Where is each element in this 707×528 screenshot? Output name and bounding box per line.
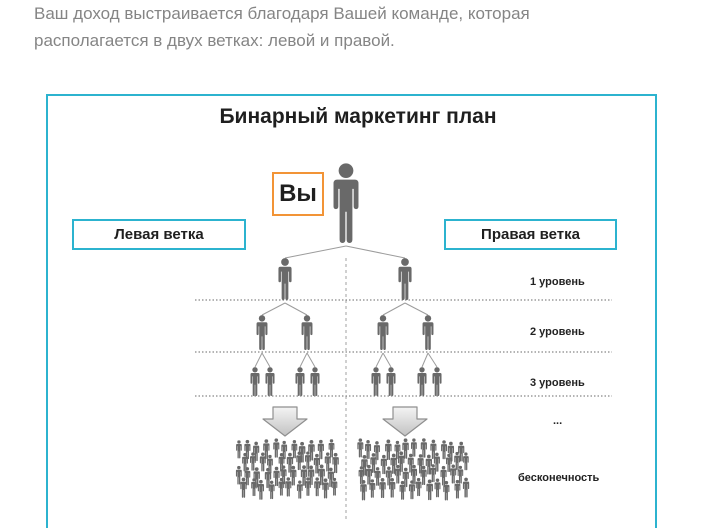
crowd-person-icon — [285, 477, 292, 497]
intro-line-2: располагается в двух ветках: левой и пра… — [34, 31, 395, 50]
arrow-down-icon — [382, 406, 428, 437]
crowd-person-icon — [462, 477, 470, 498]
crowd-left — [235, 438, 339, 500]
crowd-person-icon — [328, 439, 335, 458]
tree-connector — [421, 352, 429, 368]
level-labels: 1 уровень 2 уровень 3 уровень ... бескон… — [518, 276, 600, 484]
level-label-1: 1 уровень — [530, 276, 585, 288]
crowd-person-icon — [296, 480, 303, 499]
person-icon — [256, 315, 268, 350]
crowd-person-icon — [430, 464, 436, 483]
crowd-person-icon — [235, 465, 242, 485]
arrow-layer — [262, 406, 428, 437]
tree-connector — [427, 352, 438, 368]
tree-connector — [261, 352, 271, 368]
crowd-person-icon — [314, 477, 321, 497]
person-icon — [371, 367, 381, 396]
arrow-down-icon — [262, 406, 308, 437]
person-icon — [422, 315, 434, 350]
crowd-person-icon — [426, 479, 433, 501]
crowd-person-icon — [322, 478, 329, 499]
person-icon — [301, 315, 313, 350]
crowd-person-icon — [434, 478, 441, 498]
person-icon — [417, 367, 427, 396]
crowd-person-icon — [360, 480, 367, 501]
intro-line-1: Ваш доход выстраивается благодаря Вашей … — [34, 4, 530, 23]
you-label-box: Вы — [272, 172, 324, 216]
crowd-person-icon — [463, 452, 469, 471]
crowd-person-icon — [332, 452, 339, 474]
connector-layer — [254, 245, 438, 368]
you-label: Вы — [279, 180, 317, 207]
diagram-title: Бинарный маркетинг план — [219, 105, 497, 128]
person-icon — [265, 367, 275, 396]
crowd-person-icon — [257, 479, 265, 500]
crowd-person-icon — [357, 438, 364, 458]
binary-plan-diagram: 1 уровень 2 уровень 3 уровень ... бескон… — [195, 163, 612, 522]
right-branch-label: Правая ветка — [481, 226, 580, 243]
crowd-layer — [235, 438, 470, 501]
crowd-person-icon — [244, 439, 251, 460]
crowd-person-icon — [450, 464, 457, 484]
crowd-person-icon — [331, 477, 338, 496]
tree-connector — [382, 352, 392, 368]
crowd-person-icon — [385, 439, 392, 461]
tree-connector — [345, 245, 406, 259]
crowd-person-icon — [415, 477, 422, 497]
you-person-icon — [333, 163, 359, 243]
tree-connector — [404, 302, 429, 316]
level-label-3: 3 уровень — [530, 377, 585, 389]
level-label-ellipsis: ... — [553, 415, 562, 427]
tree-connector — [299, 352, 308, 368]
person-icon — [398, 258, 412, 300]
left-branch-box: Левая ветка — [72, 219, 246, 250]
person-icon — [295, 367, 305, 396]
level-divider-layer — [195, 299, 612, 397]
person-icon — [278, 258, 292, 300]
tree-connector — [261, 302, 286, 316]
right-branch-box: Правая ветка — [444, 219, 617, 250]
crowd-right — [357, 438, 470, 501]
crowd-person-icon — [281, 440, 288, 460]
crowd-person-icon — [317, 439, 324, 460]
level-label-infinity: бесконечность — [518, 472, 600, 484]
diagram-frame: 1 уровень 2 уровень 3 уровень ... бескон… — [46, 94, 657, 528]
intro-paragraph: Ваш доход выстраивается благодаря Вашей … — [34, 0, 530, 54]
tree-connector — [254, 352, 263, 368]
crowd-person-icon — [430, 439, 437, 460]
level-label-2: 2 уровень — [530, 326, 585, 338]
crowd-person-icon — [240, 477, 247, 498]
tree-connector — [284, 245, 347, 259]
crowd-person-icon — [236, 440, 242, 459]
tree-connector — [375, 352, 384, 368]
person-icon — [386, 367, 396, 396]
crowd-person-icon — [402, 467, 409, 488]
crowd-person-icon — [291, 439, 298, 459]
tree-connector — [284, 302, 308, 316]
person-icon — [377, 315, 389, 350]
person-icon — [310, 367, 320, 396]
crowd-person-icon — [379, 477, 386, 499]
person-icon — [250, 367, 260, 396]
crowd-person-icon — [441, 440, 448, 460]
crowd-person-icon — [273, 438, 280, 458]
crowd-person-icon — [408, 480, 415, 500]
tree-connector — [306, 352, 316, 368]
left-branch-label: Левая ветка — [114, 226, 204, 243]
person-icon — [432, 367, 442, 396]
tree-connector — [382, 302, 406, 316]
